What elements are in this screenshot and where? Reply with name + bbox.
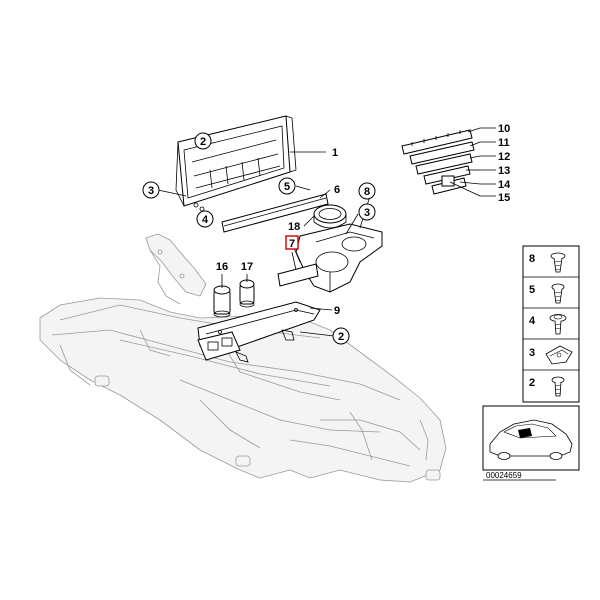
callout-label: 18: [288, 221, 300, 233]
lighter-part: [239, 279, 255, 308]
panel-frame-part: [175, 115, 297, 212]
callout-13: 13: [498, 165, 510, 177]
legend-number: 3: [529, 347, 535, 359]
fastener-legend: 8 5 4: [522, 245, 580, 403]
callout-label: 8: [364, 186, 370, 198]
callout-label: 4: [202, 214, 209, 226]
callout-1: 1: [332, 147, 338, 159]
callout-4: 4: [196, 210, 214, 228]
callout-12: 12: [498, 151, 510, 163]
callout-7-highlighted: 7: [285, 235, 299, 250]
screw-icon: [551, 376, 565, 397]
ring-cover-part: [313, 204, 347, 229]
legend-number: 2: [529, 377, 535, 389]
callout-label: 14: [498, 179, 511, 191]
callout-14: 14: [498, 179, 511, 191]
callout-11: 11: [498, 137, 510, 149]
vehicle-location-thumbnail: 00024659: [482, 405, 580, 481]
callout-10: 10: [498, 123, 510, 135]
trim-plate-part: [277, 251, 319, 287]
callout-label: 15: [498, 192, 510, 204]
callout-label: 9: [334, 305, 340, 317]
legend-row-8: 8: [529, 252, 566, 273]
screw-icon: [551, 283, 565, 304]
callout-15: 15: [498, 192, 510, 204]
callout-3-left: 3: [142, 181, 160, 199]
clip-set-leader-bar: [480, 127, 496, 197]
cup-holder-tray-part: [295, 223, 383, 293]
legend-row-3: 3: [529, 345, 573, 365]
callout-18: 18: [288, 221, 300, 233]
callout-label: 16: [216, 261, 228, 273]
callout-2-top: 2: [194, 132, 212, 150]
callout-label: 7: [289, 238, 295, 250]
callout-label: 10: [498, 123, 510, 135]
callout-label: 2: [200, 136, 206, 148]
callout-3-right: 3: [358, 203, 376, 221]
callout-label: 3: [148, 185, 154, 197]
callout-label: 11: [498, 137, 510, 149]
clip-set-parts: [401, 129, 475, 195]
callout-9: 9: [334, 305, 340, 317]
callout-8-top: 8: [358, 182, 376, 200]
callout-label: 3: [364, 207, 370, 219]
carrier-base-part: [197, 301, 321, 363]
callout-label: 2: [338, 331, 344, 343]
car-icon: [489, 419, 573, 460]
callout-label: 1: [332, 147, 338, 159]
callout-label: 5: [284, 181, 290, 193]
legend-row-5: 5: [529, 283, 565, 304]
screw-icon: [550, 252, 566, 273]
clip-nut-icon: [545, 345, 573, 365]
trim-strip-part: [221, 193, 329, 233]
legend-number: 4: [529, 315, 536, 327]
support-bracket-ghost: [145, 233, 207, 305]
callout-label: 13: [498, 165, 510, 177]
center-console-ghost: [39, 297, 447, 483]
callout-5: 5: [278, 177, 296, 195]
callout-label: 6: [334, 184, 340, 196]
callout-label: 12: [498, 151, 510, 163]
socket-part: [213, 285, 231, 318]
callout-2-lower: 2: [332, 327, 350, 345]
legend-number: 8: [529, 253, 535, 265]
callout-17: 17: [241, 261, 253, 273]
legend-number: 5: [529, 284, 535, 296]
callout-6: 6: [334, 184, 340, 196]
callout-label: 17: [241, 261, 253, 273]
diagram-code: 00024659: [486, 471, 522, 480]
legend-row-4: 4: [529, 314, 567, 335]
washer-screw-icon: [549, 314, 567, 335]
legend-row-2: 2: [529, 376, 565, 397]
callout-16: 16: [216, 261, 228, 273]
